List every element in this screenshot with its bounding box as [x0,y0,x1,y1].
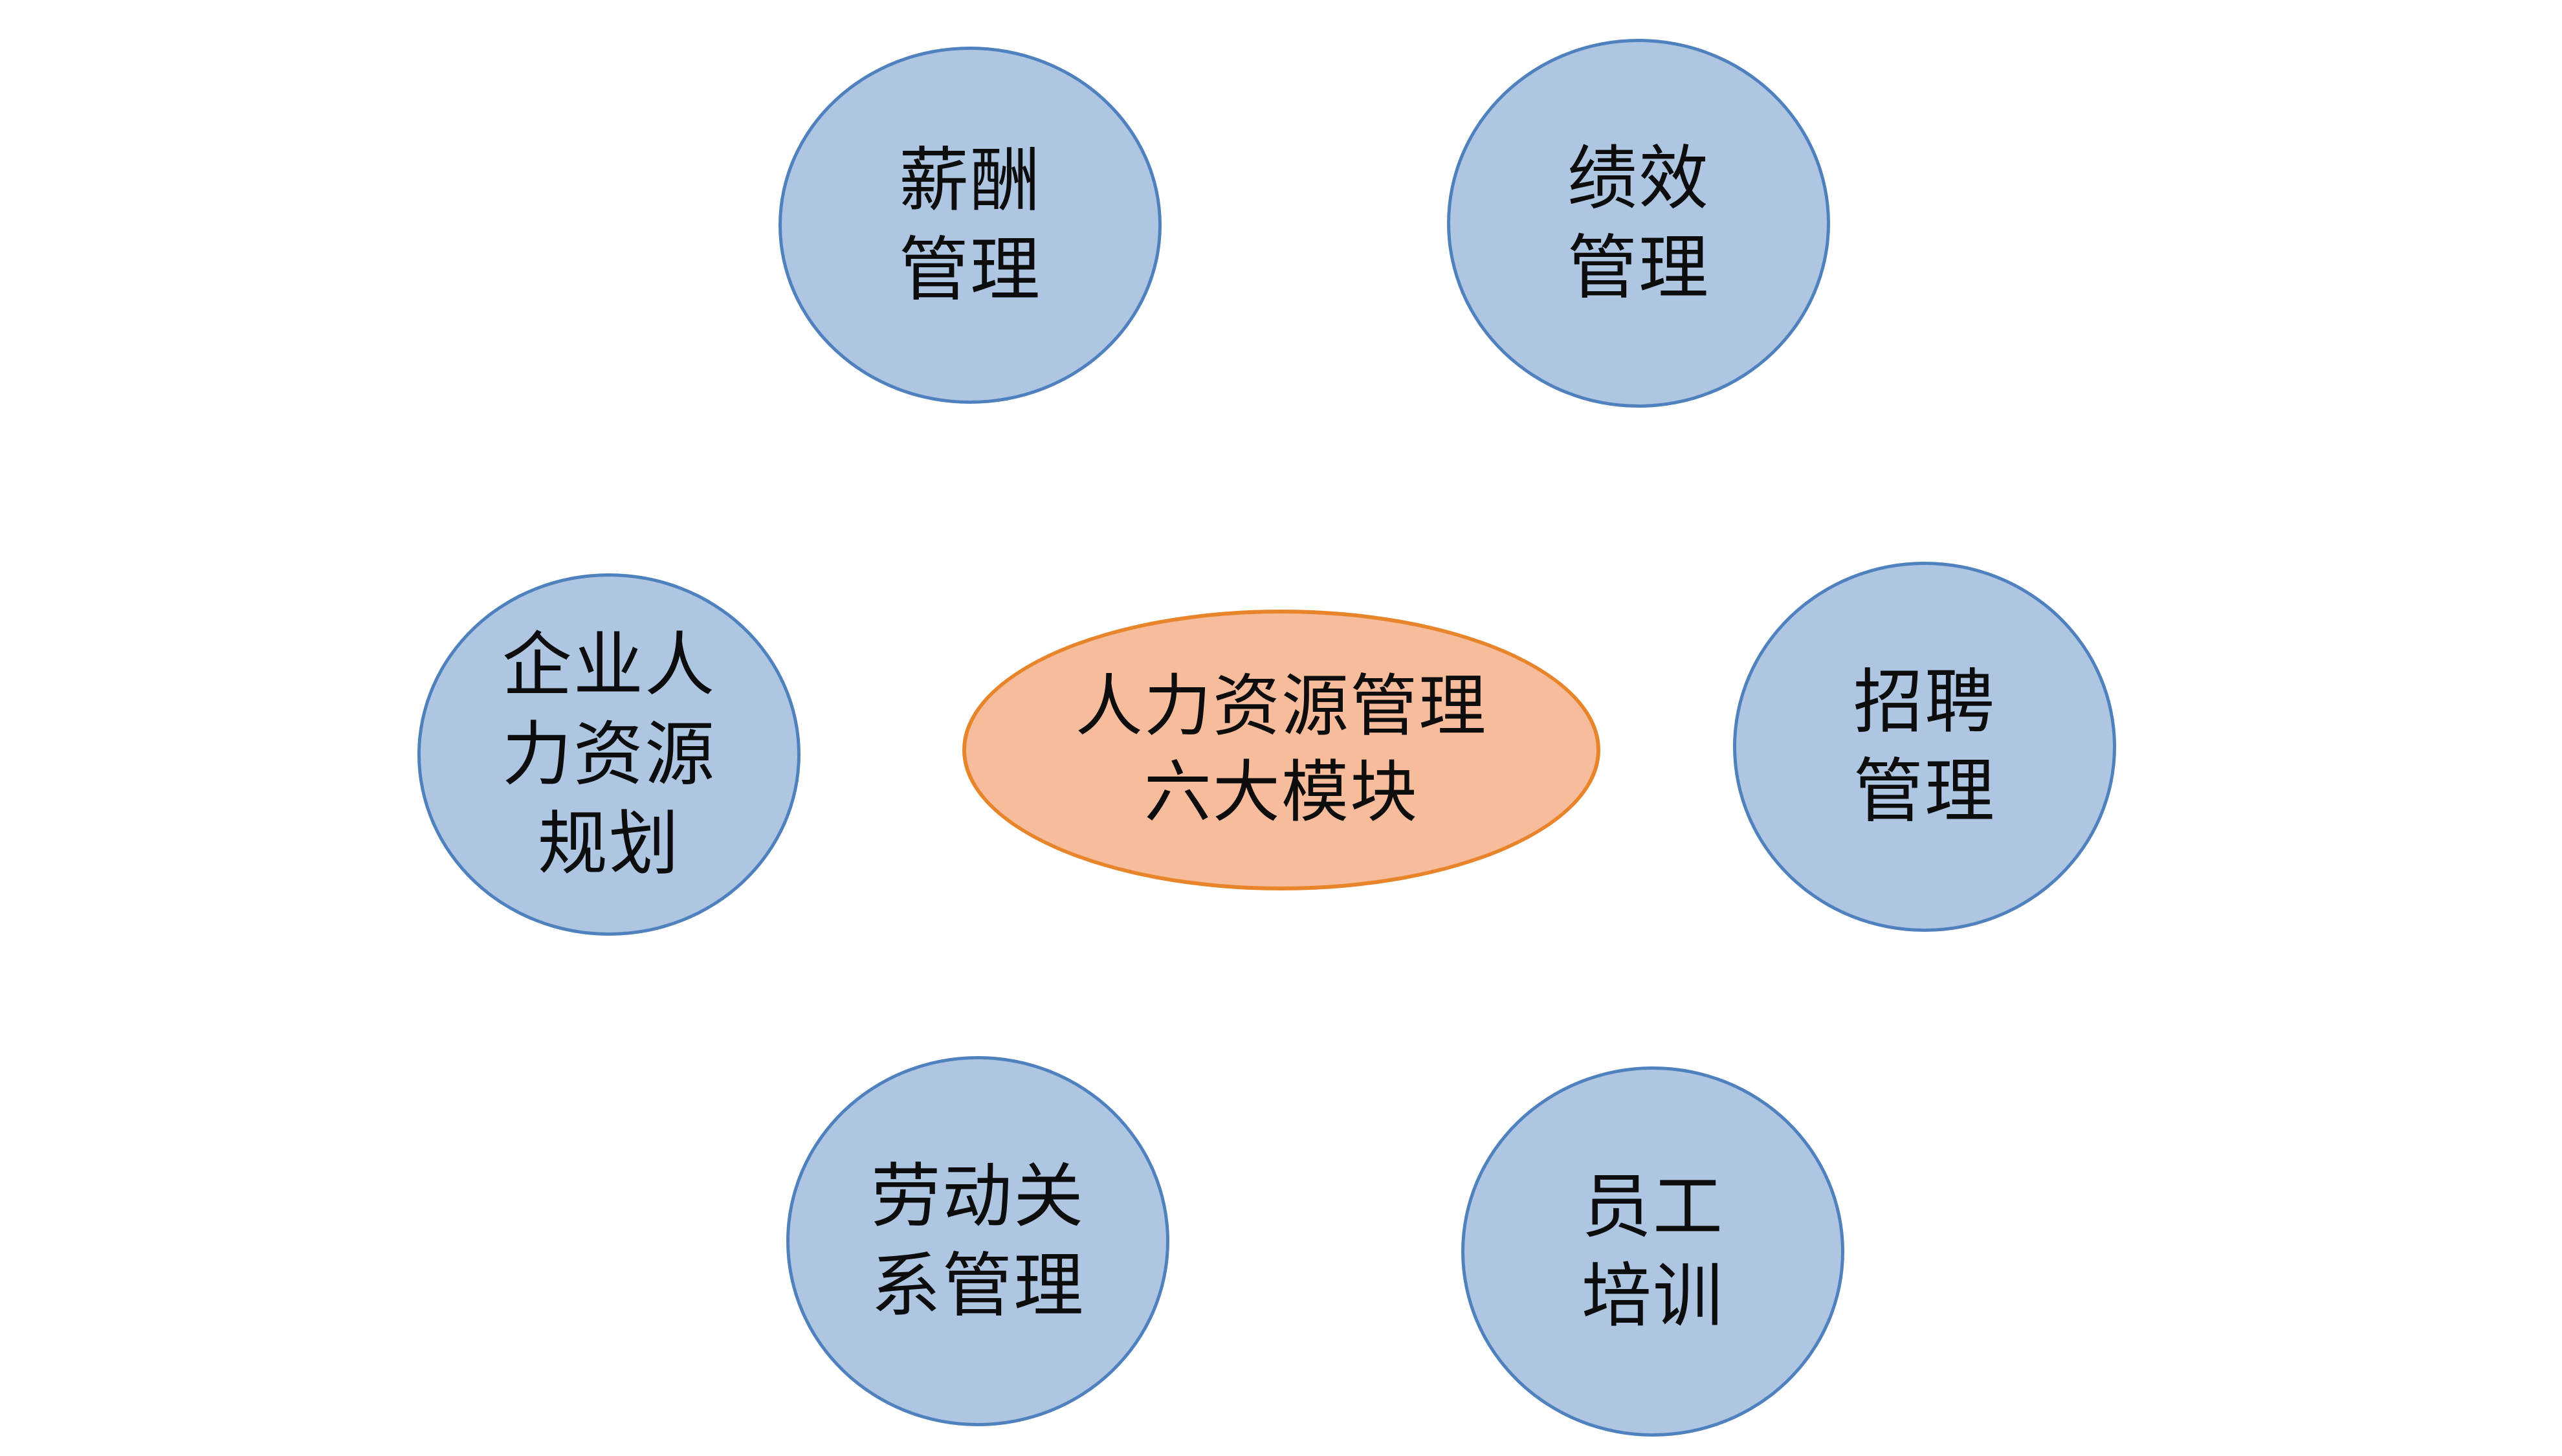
node-training[interactable]: 员工 培训 [1461,1066,1844,1437]
node-compensation-label: 薪酬 管理 [898,140,1042,309]
node-hrm-core-label: 人力资源管理 六大模块 [1075,668,1488,830]
node-training-label: 员工 培训 [1581,1167,1725,1335]
node-compensation[interactable]: 薪酬 管理 [779,47,1162,404]
node-performance-label: 绩效 管理 [1567,138,1710,307]
node-hr-planning[interactable]: 企业人 力资源 规划 [417,573,801,936]
node-labor-relations[interactable]: 劳动关 系管理 [786,1056,1169,1426]
node-hrm-core[interactable]: 人力资源管理 六大模块 [962,610,1600,890]
node-performance[interactable]: 绩效 管理 [1447,39,1830,408]
node-recruitment[interactable]: 招聘 管理 [1733,562,2116,932]
node-hr-planning-label: 企业人 力资源 规划 [502,625,716,883]
node-recruitment-label: 招聘 管理 [1853,662,1996,830]
node-labor-relations-label: 劳动关 系管理 [870,1156,1085,1325]
